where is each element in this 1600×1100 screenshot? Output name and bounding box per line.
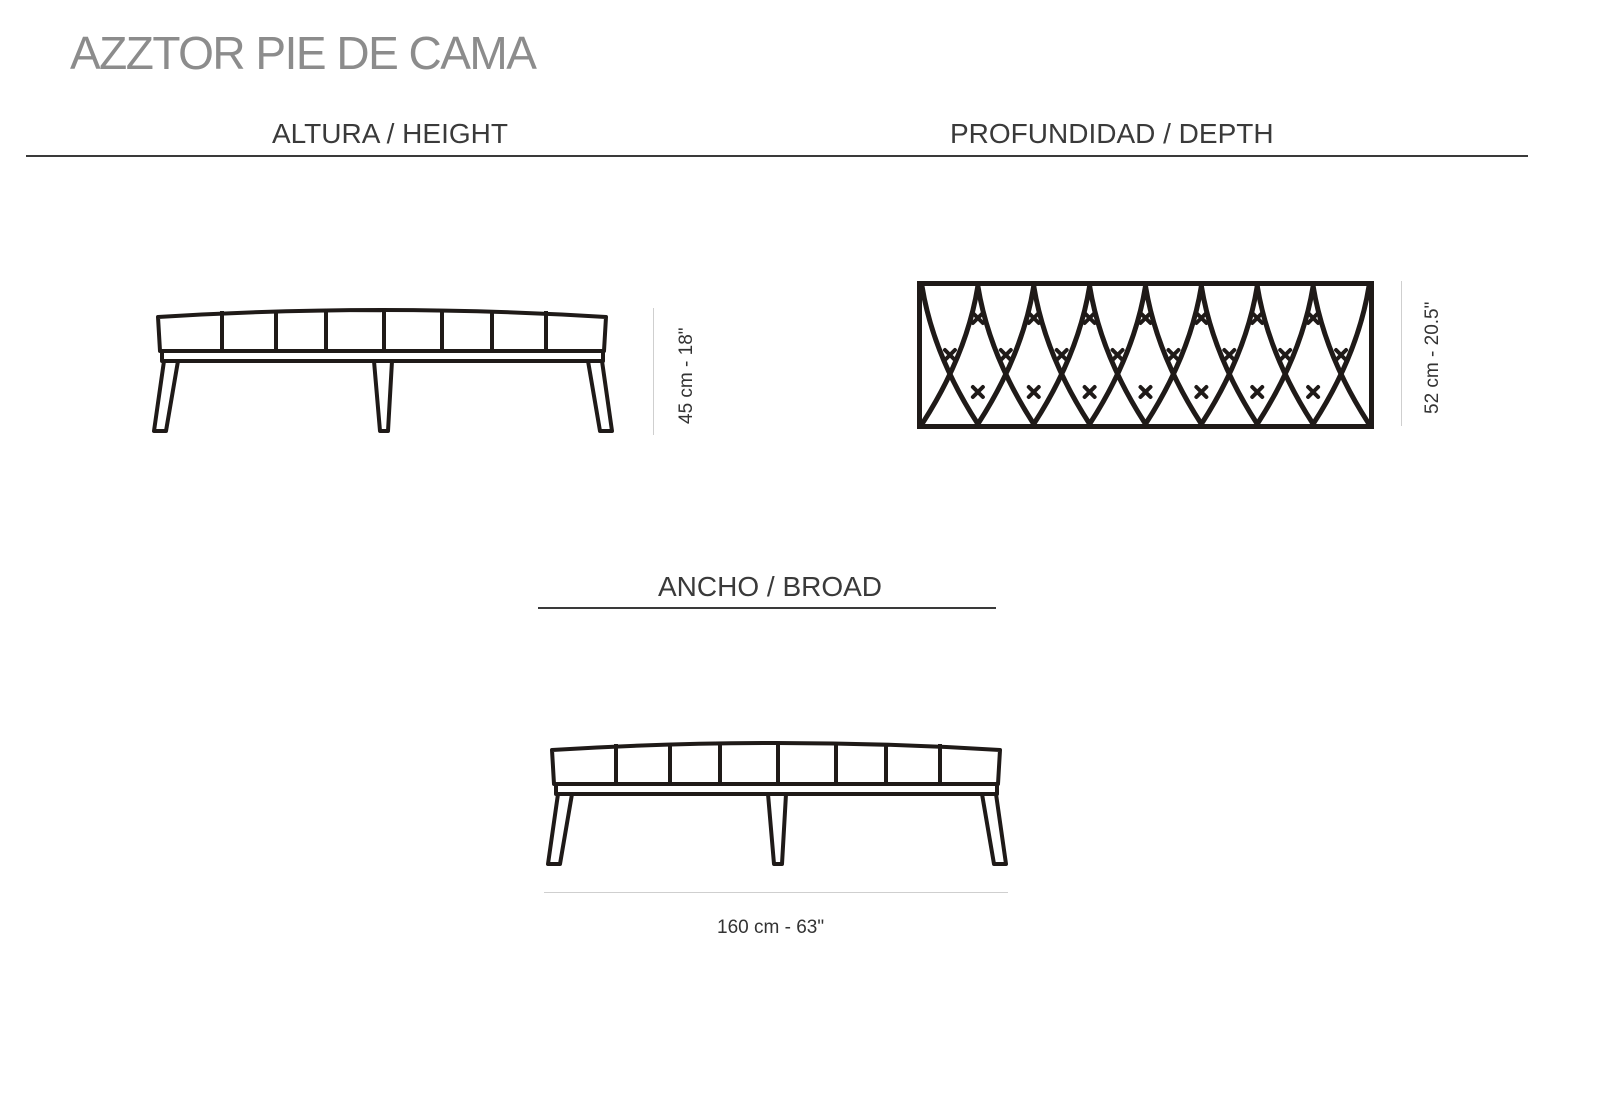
bench-front-icon bbox=[546, 741, 1008, 866]
lattice-strand bbox=[1366, 419, 1369, 424]
page-title: AZZTOR PIE DE CAMA bbox=[70, 27, 537, 79]
lattice-knot bbox=[1334, 348, 1349, 362]
center-leg bbox=[766, 793, 788, 866]
broad-dimension: 160 cm - 63" bbox=[717, 917, 825, 938]
height-dimension-line bbox=[653, 308, 654, 435]
depth-dimension-line bbox=[1401, 281, 1402, 426]
lattice-strand bbox=[1031, 286, 1093, 424]
right-leg bbox=[980, 793, 1008, 866]
lattice-knot bbox=[1082, 311, 1097, 325]
lattice-knot bbox=[1138, 385, 1153, 399]
lattice-knot bbox=[1194, 311, 1209, 325]
lattice-strand bbox=[1087, 286, 1148, 424]
lattice-strand bbox=[1031, 286, 1093, 424]
lattice-knot bbox=[1138, 311, 1153, 325]
bench-front-icon bbox=[152, 308, 614, 433]
lattice-strand bbox=[922, 286, 925, 300]
lattice-strand bbox=[1310, 286, 1369, 424]
bench-top-lattice-icon bbox=[917, 281, 1374, 429]
left-leg bbox=[152, 360, 180, 433]
top-divider bbox=[26, 155, 1528, 157]
lattice-knot bbox=[1082, 385, 1097, 399]
lattice-strand bbox=[1087, 286, 1148, 424]
right-leg bbox=[586, 360, 614, 433]
lattice-strand bbox=[1366, 286, 1369, 300]
lattice-strand bbox=[1310, 286, 1369, 424]
lattice-knot bbox=[1026, 311, 1041, 325]
lattice-strand bbox=[1254, 286, 1316, 424]
lattice-strand bbox=[922, 286, 981, 424]
lattice-strand bbox=[1198, 286, 1260, 424]
lattice-knot bbox=[1054, 348, 1069, 362]
lattice-knot bbox=[970, 385, 985, 399]
height-dimension: 45 cm - 18" bbox=[676, 327, 697, 424]
lattice-knot bbox=[942, 348, 957, 362]
lattice-strand bbox=[1143, 286, 1204, 424]
lattice-strand bbox=[922, 286, 981, 424]
lattice-knot bbox=[1194, 385, 1209, 399]
lattice-strand bbox=[922, 419, 925, 424]
lattice-strand bbox=[1254, 286, 1316, 424]
lattice-knot bbox=[970, 311, 985, 325]
broad-dimension-line bbox=[544, 892, 1008, 893]
lattice-strand bbox=[975, 286, 1037, 424]
lattice-knot bbox=[1306, 311, 1321, 325]
depth-label: PROFUNDIDAD / DEPTH bbox=[950, 118, 1274, 149]
broad-label: ANCHO / BROAD bbox=[658, 571, 883, 602]
lattice-knot bbox=[1278, 348, 1293, 362]
lattice-knot bbox=[998, 348, 1013, 362]
lattice-strand bbox=[1143, 286, 1204, 424]
left-leg bbox=[546, 793, 574, 866]
height-label: ALTURA / HEIGHT bbox=[272, 118, 508, 149]
broad-divider bbox=[538, 607, 996, 609]
lattice-strand bbox=[1198, 286, 1260, 424]
lattice-knot bbox=[1306, 385, 1321, 399]
lattice-knot bbox=[1250, 311, 1265, 325]
lattice-strand bbox=[975, 286, 1037, 424]
lattice-knot bbox=[1026, 385, 1041, 399]
depth-dimension: 52 cm - 20.5" bbox=[1422, 301, 1443, 414]
lattice-knot bbox=[1110, 348, 1125, 362]
lattice-knot bbox=[1222, 348, 1237, 362]
lattice-knot bbox=[1250, 385, 1265, 399]
lattice-frame bbox=[917, 281, 1374, 429]
lattice-knot bbox=[1166, 348, 1181, 362]
center-leg bbox=[372, 360, 394, 433]
